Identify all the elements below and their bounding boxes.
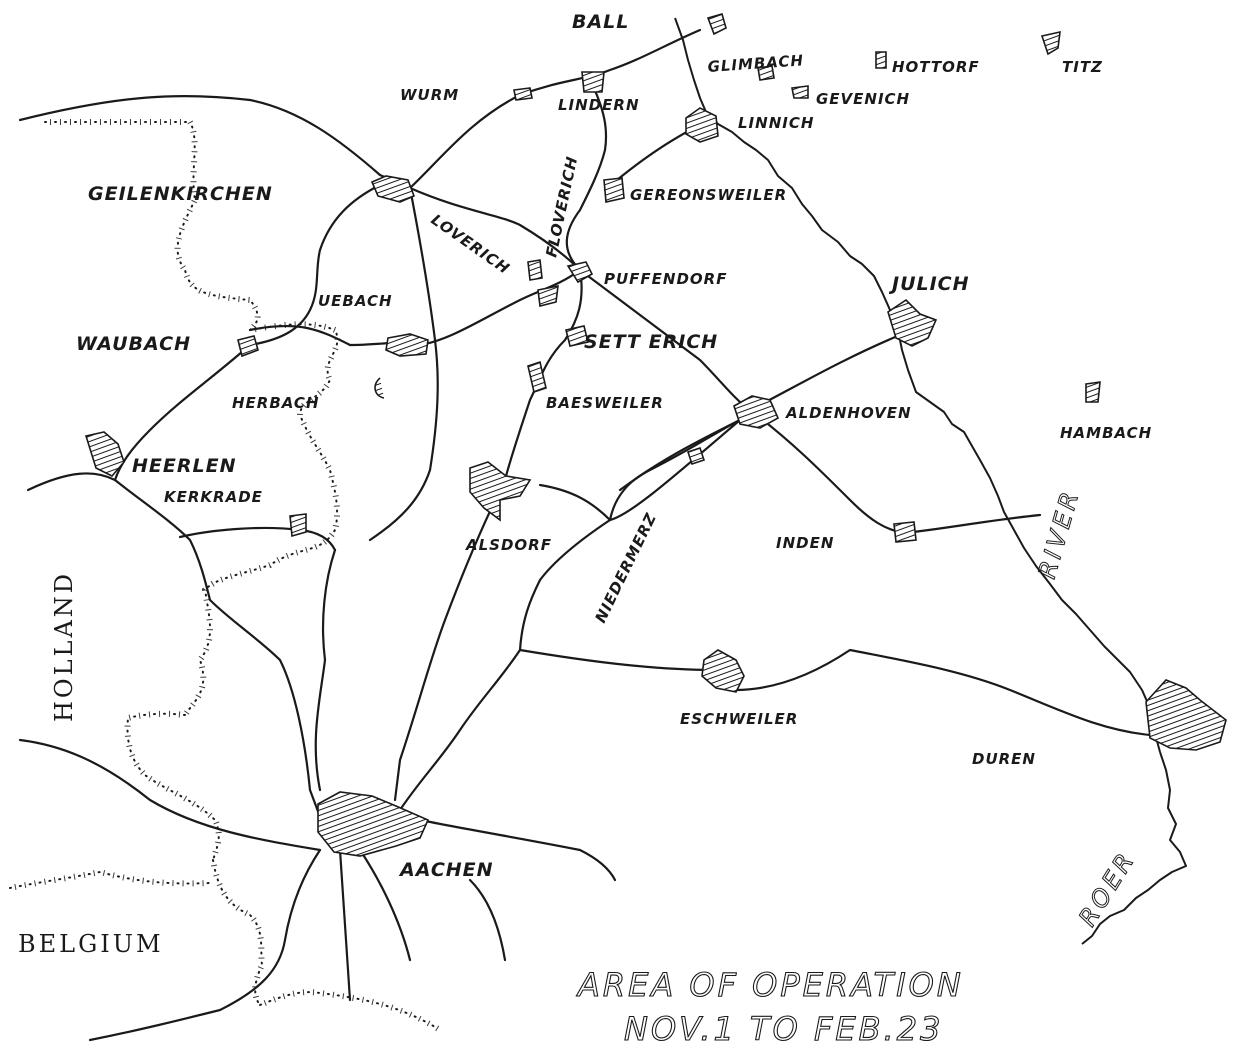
town-marker-kerkrade bbox=[289, 513, 307, 538]
town-marker-linnich bbox=[685, 107, 719, 143]
town-labels: BALL GLIMBACH HOTTORF TITZ WURM LINDERN … bbox=[76, 11, 1152, 881]
town-marker-hambach bbox=[1085, 381, 1101, 403]
town-marker-waubach bbox=[237, 335, 259, 358]
town-marker-hottorf bbox=[875, 51, 887, 69]
town-marker-lindern bbox=[581, 71, 605, 93]
town-marker-aldenhoven bbox=[733, 395, 780, 429]
label-inden: INDEN bbox=[776, 534, 834, 552]
town-marker-alsdorf bbox=[469, 461, 532, 522]
label-herbach: HERBACH bbox=[232, 394, 320, 412]
roads bbox=[18, 28, 1152, 1042]
label-glimbach: GLIMBACH bbox=[707, 51, 805, 76]
town-marker-puffendorf bbox=[566, 261, 594, 284]
town-marker-niedermerz bbox=[686, 446, 706, 466]
label-lindern: LINDERN bbox=[558, 96, 640, 114]
national-borders bbox=[9, 119, 442, 1033]
river-labels: RIVER ROER bbox=[1032, 485, 1141, 932]
label-loverich: LOVERICH bbox=[428, 211, 514, 278]
map-title: AREA OF OPERATION NOV.1 TO FEB.23 bbox=[575, 965, 964, 1048]
label-aldenhoven: ALDENHOVEN bbox=[785, 404, 912, 422]
label-uebach: UEBACH bbox=[318, 292, 393, 310]
label-julich: JULICH bbox=[888, 273, 970, 295]
label-ball: BALL bbox=[572, 11, 629, 33]
town-marker-gereonsweiler bbox=[603, 177, 625, 203]
label-hottorf: HOTTORF bbox=[892, 58, 980, 76]
town-marker-floverich bbox=[537, 284, 559, 307]
rivers bbox=[674, 17, 1187, 945]
title-line-2: NOV.1 TO FEB.23 bbox=[624, 1010, 943, 1048]
town-marker-titz bbox=[1040, 30, 1061, 56]
wurm-river-line bbox=[674, 17, 1161, 753]
town-marker-julich bbox=[887, 298, 938, 347]
town-marker-ball bbox=[706, 13, 727, 36]
label-hambach: HAMBACH bbox=[1060, 424, 1152, 442]
town-marker-herbach bbox=[374, 377, 385, 399]
label-aachen: AACHEN bbox=[398, 859, 494, 881]
label-niedermerz: NIEDERMERZ bbox=[591, 510, 660, 626]
label-geilenkirchen: GEILENKIRCHEN bbox=[88, 183, 273, 205]
label-baesweiler: BAESWEILER bbox=[546, 394, 664, 412]
town-marker-eschweiler bbox=[701, 649, 745, 693]
town-marker-baesweiler bbox=[527, 360, 547, 394]
town-marker-setterich bbox=[565, 325, 589, 347]
label-gereonsweiler: GEREONSWEILER bbox=[630, 186, 787, 204]
town-marker-wurm bbox=[513, 87, 533, 101]
roer-river-line bbox=[1081, 751, 1187, 945]
label-alsdorf: ALSDORF bbox=[465, 536, 552, 554]
label-river: RIVER bbox=[1033, 485, 1085, 581]
town-marker-uebach bbox=[385, 333, 429, 357]
label-heerlen: HEERLEN bbox=[132, 455, 236, 477]
label-linnich: LINNICH bbox=[738, 114, 814, 132]
town-marker-gevenich bbox=[791, 85, 809, 99]
label-belgium: BELGIUM bbox=[18, 930, 164, 958]
label-titz: TITZ bbox=[1062, 58, 1103, 76]
label-gevenich: GEVENICH bbox=[816, 90, 910, 108]
town-marker-glimbach bbox=[757, 65, 775, 81]
town-marker-heerlen bbox=[84, 431, 125, 477]
label-holland: HOLLAND bbox=[50, 571, 78, 722]
town-markers bbox=[84, 13, 1227, 857]
town-marker-inden bbox=[893, 521, 917, 543]
town-marker-loverich bbox=[527, 259, 543, 281]
town-marker-duren bbox=[1145, 679, 1227, 751]
label-wurm: WURM bbox=[400, 86, 459, 104]
title-line-1: AREA OF OPERATION bbox=[576, 966, 964, 1004]
label-eschweiler: ESCHWEILER bbox=[680, 710, 798, 728]
town-marker-geilenkirchen bbox=[370, 175, 416, 203]
label-waubach: WAUBACH bbox=[76, 333, 191, 355]
label-duren: DUREN bbox=[972, 750, 1036, 768]
label-puffendorf: PUFFENDORF bbox=[604, 270, 727, 288]
town-marker-aachen bbox=[317, 791, 430, 857]
country-labels: HOLLAND BELGIUM bbox=[18, 571, 164, 958]
label-kerkrade: KERKRADE bbox=[164, 488, 263, 506]
label-setterich: SETT ERICH bbox=[584, 331, 718, 353]
label-floverich: FLOVERICH bbox=[542, 154, 581, 259]
